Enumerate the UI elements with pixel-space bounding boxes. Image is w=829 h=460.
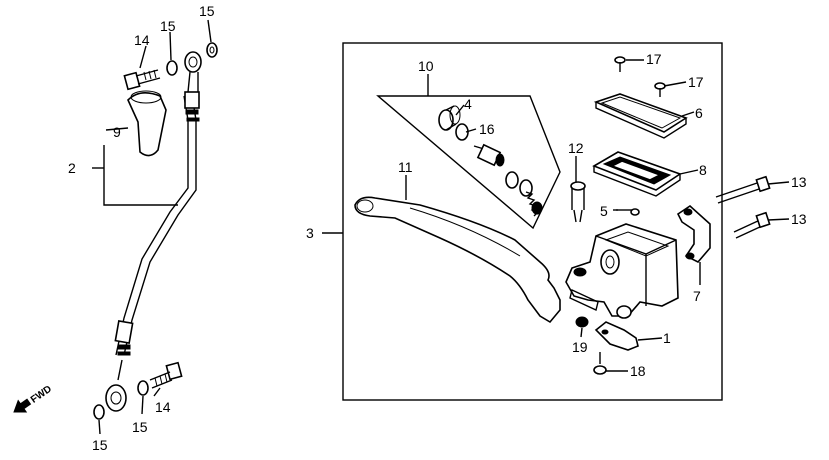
callout-label: 4: [464, 96, 472, 112]
callout-label: 15: [92, 437, 108, 453]
callout-label: 7: [693, 288, 701, 304]
callout-label: 12: [568, 140, 584, 156]
clamp-bolt-upper: [715, 175, 771, 204]
pivot-bolt: [570, 181, 586, 223]
callout-label: 16: [479, 121, 495, 137]
callout-label: 8: [699, 162, 707, 178]
callout-label: 3: [306, 225, 314, 241]
callout-label: 15: [132, 419, 148, 435]
switch-pin: [616, 208, 640, 216]
callout-label: 18: [630, 363, 646, 379]
rubber-cover: [127, 92, 167, 157]
cap-screw: [614, 56, 626, 72]
fwd-label: FWD: [29, 384, 54, 406]
callout-label: 17: [646, 51, 662, 67]
callout-label: 10: [418, 58, 434, 74]
diaphragm: [592, 151, 682, 197]
callout-label: 17: [688, 74, 704, 90]
piston-spring: [519, 179, 543, 217]
clamp-bolt-lower: [733, 211, 771, 239]
brake-lever: [354, 196, 561, 324]
assembly-frame: [342, 42, 723, 401]
oil-bolt-lower: [149, 361, 183, 389]
cap-screw: [654, 82, 666, 97]
callout-label: 1: [663, 330, 671, 346]
sealing-washer: [93, 404, 105, 420]
brake-hose: [105, 51, 202, 412]
piston-cup: [438, 105, 461, 131]
brake-light-switch: [594, 321, 639, 351]
reservoir-cap: [593, 93, 688, 139]
callout-label: 5: [600, 203, 608, 219]
callout-label: 2: [68, 160, 76, 176]
callout-label: 9: [113, 124, 121, 140]
callout-label: 14: [155, 399, 171, 415]
switch-screw: [593, 352, 607, 375]
sealing-washer: [137, 380, 149, 396]
piston: [473, 143, 505, 167]
fwd-arrow: FWD: [13, 384, 54, 413]
pivot-nut: [575, 316, 589, 328]
callout-label: 15: [199, 3, 215, 19]
callout-label: 13: [791, 211, 807, 227]
master-cylinder-body: [565, 223, 679, 319]
callout-label: 15: [160, 18, 176, 34]
clamp-holder: [676, 204, 711, 263]
callout-label: 13: [791, 174, 807, 190]
oil-bolt-upper: [123, 69, 161, 91]
sealing-washer: [166, 60, 178, 76]
secondary-cup: [505, 171, 519, 189]
callout-label: 11: [398, 159, 413, 175]
callout-label: 6: [695, 105, 703, 121]
callout-label: 19: [572, 339, 588, 355]
sealing-washer: [206, 42, 218, 58]
piston-set-outline: [376, 95, 561, 230]
callout-label: 14: [134, 32, 150, 48]
